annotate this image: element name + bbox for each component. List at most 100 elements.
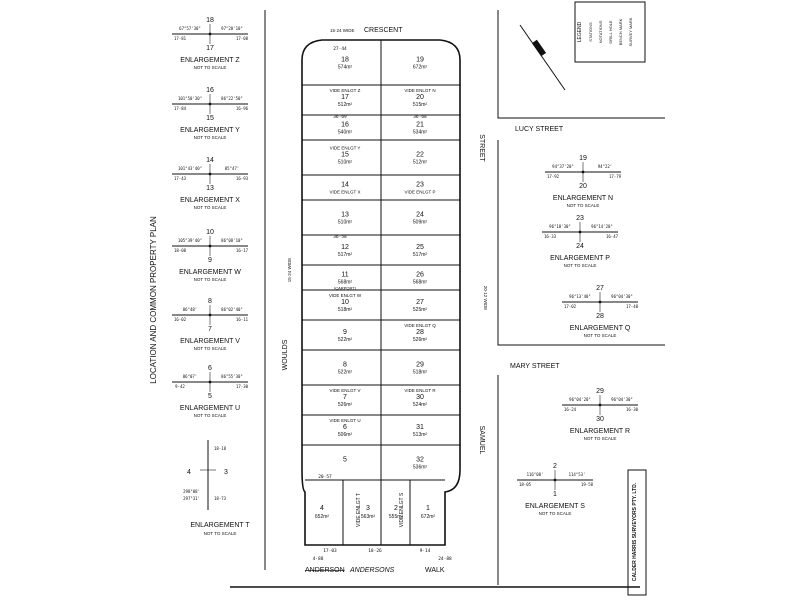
lot-area: 509m² (413, 220, 428, 226)
enl-lot-bottom: 3 (224, 469, 228, 476)
lot-vide: VIDE ENLGT P (405, 190, 436, 195)
lot-note: (CARPORT) (334, 286, 357, 291)
enl-distance: 17-92 (547, 174, 560, 179)
enl-bearing: 96°13'40" (569, 294, 591, 299)
enl-distance: 16-11 (236, 317, 249, 322)
lot-area: 525m² (413, 307, 428, 313)
lot-vide: VIDE ENLGT W (329, 293, 362, 298)
enl-bearing: 96°04'30" (611, 294, 633, 299)
enl-distance: 16-93 (236, 176, 249, 181)
lot-vide: VIDE ENLGT U (329, 418, 360, 423)
enl-lot-top: 18 (206, 17, 214, 24)
lot-area: 563m² (361, 514, 376, 520)
dim-mid3: 36·58 (333, 234, 347, 240)
enl-distance: 18-18 (214, 446, 227, 451)
lot-area: 517m² (338, 252, 353, 258)
enl-station (578, 230, 582, 234)
samuel-label: SAMUEL (478, 426, 485, 455)
legend-entry: SURVEY MARK (628, 17, 633, 46)
andersons-label: ANDERSONS (349, 567, 395, 574)
lot-area: 513m² (413, 432, 428, 438)
enl-bearing: 96°18'30" (549, 224, 571, 229)
enl-note: NOT TO SCALE (194, 346, 227, 351)
enl-note: NOT TO SCALE (584, 333, 617, 338)
vide-s-label: VIDE ENLGT S (399, 492, 405, 527)
enl-lot-top: 23 (576, 215, 584, 222)
lot-area: 510m² (338, 160, 353, 166)
enl-distance: 17-08 (236, 36, 249, 41)
enl-distance: 9-42 (175, 384, 185, 389)
enl-label: ENLARGEMENT U (180, 405, 240, 412)
lot-vide: VIDE ENLGT N (404, 88, 435, 93)
surveyor-title-block: CALDER HARRIS SURVEYORS PTY. LTD. (627, 469, 647, 596)
lot-area: 517m² (413, 252, 428, 258)
enl-label: ENLARGEMENT T (190, 522, 250, 529)
lot-number: 25 (416, 244, 424, 251)
enl-station (208, 32, 212, 36)
enl-lot-top: 16 (206, 87, 214, 94)
vide-t-label: VIDE ENLGT T (356, 493, 362, 527)
enl-station (208, 172, 212, 176)
lot-number: 8 (343, 362, 347, 369)
lot-number: 24 (416, 212, 424, 219)
enl-distance: 16-33 (544, 234, 557, 239)
enl-label: ENLARGEMENT S (525, 503, 585, 510)
enl-distance: 18-73 (214, 496, 227, 501)
lot-number: 7 (343, 394, 347, 401)
lot-number: 21 (416, 122, 424, 129)
lot-number: 10 (341, 299, 349, 306)
enl-distance: 17-48 (626, 304, 639, 309)
enl-bearing: 105°39'40" (178, 238, 202, 243)
enl-bearing: 101°50'30" (178, 96, 202, 101)
enl-note: NOT TO SCALE (194, 135, 227, 140)
enl-label: ENLARGEMENT P (550, 255, 610, 262)
lot-number: 11 (341, 272, 348, 279)
enl-distance: 17-30 (236, 384, 249, 389)
lot-number: 22 (416, 152, 424, 159)
lot-number: 28 (416, 329, 424, 336)
enl-distance: 16-96 (236, 106, 249, 111)
lot-vide: VIDE ENLGT V (330, 388, 361, 393)
enl-bearing: 96°04'20" (569, 397, 591, 402)
enl-bearing: 67°57'30" (179, 26, 201, 31)
enl-distance: 16-30 (626, 407, 639, 412)
dim-walk2: 4·88 (313, 556, 324, 562)
enl-distance: 16-47 (606, 234, 619, 239)
lot-number: 13 (341, 212, 349, 219)
dim-mid2: 36·68 (413, 114, 427, 120)
enl-distance: 17-79 (609, 174, 622, 179)
enl-lot-top: 29 (596, 388, 604, 395)
lot-number: 19 (416, 57, 424, 64)
lot-vide: VIDE ENLGT X (330, 190, 361, 195)
lot-number: 12 (341, 244, 349, 251)
enl-label: ENLARGEMENT V (180, 338, 240, 345)
enl-distance: 17-02 (564, 304, 577, 309)
lot-number: 31 (416, 424, 424, 431)
lot-number: 9 (343, 329, 347, 336)
plan-title: LOCATION AND COMMON PROPERTY PLAN (149, 216, 158, 384)
lucy-street-edge (497, 10, 665, 119)
enl-bearing: 86°08'10" (221, 238, 243, 243)
dim-bot2: 17·03 (323, 548, 337, 554)
enl-bearing: 86°55'30" (221, 374, 243, 379)
anderson-old-label: ANDERSON (305, 567, 345, 574)
